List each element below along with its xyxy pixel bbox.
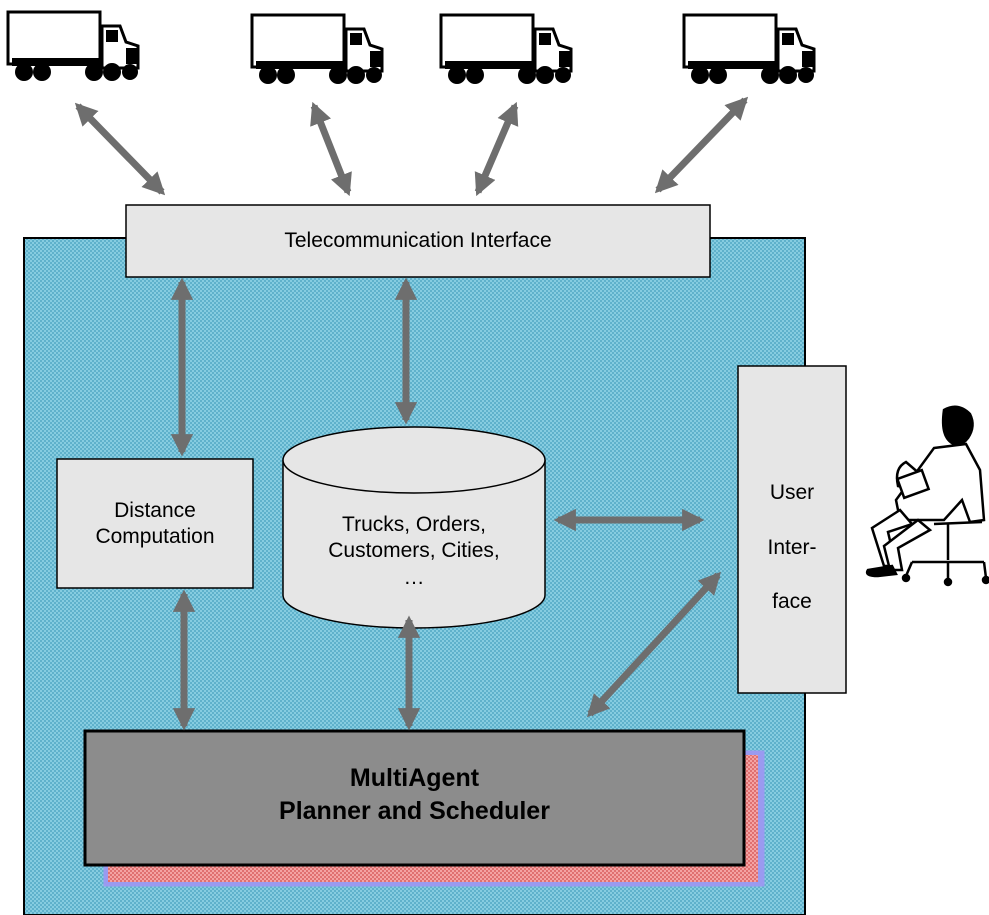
user-interface-line-1: User xyxy=(769,481,815,504)
planner-box xyxy=(83,729,746,867)
database-label: Trucks, Orders, Customers, Cities, … xyxy=(283,512,545,591)
distance-computation-line-1: Distance xyxy=(114,499,196,522)
user-interface-line-3: face xyxy=(772,590,812,614)
planner-line-2: Planner and Scheduler xyxy=(279,796,550,825)
truck-icon xyxy=(250,13,384,84)
planner-label: MultiAgent Planner and Scheduler xyxy=(85,762,744,827)
truck-icon xyxy=(439,13,573,84)
user-interface-box xyxy=(737,365,847,694)
arrow-truck1-telecom xyxy=(74,102,166,196)
telecom-interface-label: Telecommunication Interface xyxy=(284,229,552,252)
distance-computation-label: Distance Computation xyxy=(57,498,253,551)
planner-line-1: MultiAgent xyxy=(349,764,480,792)
distance-computation-box xyxy=(56,458,254,589)
user-interface-line-2: Inter- xyxy=(767,535,817,559)
database-line-2: Customers, Cities, xyxy=(328,539,500,563)
truck-icon xyxy=(682,13,816,84)
arrow-truck4-telecom xyxy=(654,96,749,194)
arrow-planner-userinterface xyxy=(586,571,722,718)
database-line-1: Trucks, Orders, xyxy=(342,513,486,536)
truck-icon xyxy=(6,10,140,81)
telecom-interface-box xyxy=(125,204,711,278)
arrow-truck3-telecom xyxy=(474,101,519,197)
distance-computation-line-2: Computation xyxy=(95,525,215,549)
database-line-3: … xyxy=(403,565,425,589)
user-interface-label: User Inter- face xyxy=(738,466,846,630)
database-cylinder xyxy=(282,426,546,629)
seated-person-icon xyxy=(865,405,989,587)
arrow-truck2-telecom xyxy=(310,101,352,197)
